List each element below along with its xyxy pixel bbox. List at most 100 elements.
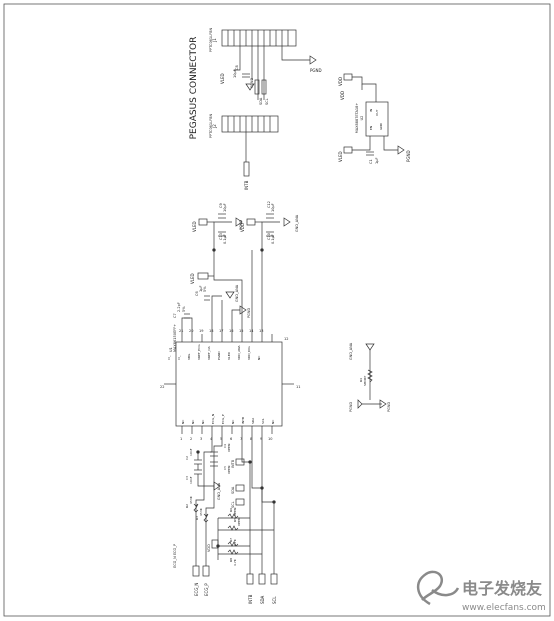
c2-ref: C2	[185, 456, 189, 460]
u1-pin-num-7: 7	[240, 437, 242, 441]
pgnd-label-ldo: PGND	[406, 150, 411, 162]
j1-pins	[227, 30, 289, 46]
pgnd-label-link-b: PGND	[387, 402, 391, 412]
j1-connector-body	[221, 29, 297, 47]
u1-pin-num-6: 6	[230, 437, 232, 441]
r7-value: 4.7K	[233, 538, 237, 546]
u1-pin-num-20: 20	[189, 329, 193, 333]
c13-ref: C13	[219, 233, 223, 240]
u1-pin-name-13: VDD_DIG	[247, 346, 251, 360]
r7-ref: R7	[229, 538, 233, 542]
u1-pin-num-1: 1	[180, 437, 182, 441]
ldo-section: U2 MAX8887ETA18+ IN OUT EN GND VDD VDD V…	[338, 73, 411, 164]
vled-port-ldo	[343, 146, 353, 154]
elecfans-logo-icon	[417, 570, 460, 606]
watermark: 电子发烧友 www.elecfans.com	[417, 570, 546, 613]
c4-value: OPEN	[227, 444, 231, 452]
u1-right-pins: 21 20 19 18 17 16 15 14 13 12 CI_ CI_ VB…	[167, 329, 288, 360]
r2-value: 453K	[189, 495, 193, 504]
u1-pin-name-12: NC	[257, 356, 261, 360]
ecg-combined-label: ECG_N ECG_P	[173, 544, 177, 568]
sheet-border	[3, 3, 551, 617]
u2-pin-in: IN	[369, 109, 373, 112]
u1-pin-num-18: 18	[209, 329, 213, 333]
r2-ref: R2	[185, 504, 189, 508]
scl-port-j1	[261, 79, 267, 95]
sda-label-ecg: SDA	[231, 486, 235, 494]
gnd-ana-label-caps: GND_ANA	[295, 214, 299, 232]
r5-ref: R5	[233, 518, 237, 522]
r8-ref: R8	[229, 558, 233, 562]
ecg-n-label: ECG_N	[194, 583, 199, 596]
r6-resistor	[227, 513, 239, 519]
u1-pin-num-14: 14	[249, 329, 254, 333]
j1-part: PPTC061LFBN	[209, 27, 213, 52]
ecg-section: C4 OPEN C5 OPEN C2 10nF C3 10nF GND_ANA …	[173, 434, 278, 604]
scl-label-ecg: SCL	[231, 501, 235, 508]
u2-pin-en: EN	[369, 126, 373, 130]
c12-value: 10µF	[271, 203, 275, 212]
r6-value: OPEN	[233, 508, 237, 516]
c4-ref: C4	[223, 444, 227, 448]
gnd-link-section: GND_ANA R4 SHORT PGND PGND	[349, 342, 391, 412]
c9-value: 10µF	[223, 203, 227, 212]
c13-value: 0.1µF	[223, 234, 227, 244]
bottom-net-scl: SCL	[272, 596, 277, 604]
u1-pin-name-7: INTB	[241, 417, 245, 424]
c6-tol: 5%	[203, 286, 207, 292]
u1-pin-name-15: VLED	[227, 351, 231, 360]
u1-pin-name-20: CI_	[177, 355, 181, 360]
vdd-port-ecg	[211, 539, 219, 549]
r8-resistor	[227, 549, 239, 555]
gnd-ana-label-c6: GND_ANA	[235, 284, 239, 302]
vdd-label-ldo-top: VDD	[338, 77, 343, 86]
u1-pin-name-19: VBG	[187, 353, 191, 360]
r4-resistor	[367, 369, 373, 383]
sda-port-bottom	[258, 573, 266, 585]
vdd-label-ecg: VDD	[207, 544, 211, 552]
intb-port-j2	[243, 161, 250, 177]
pgnd-symbol-c8	[245, 83, 255, 91]
pgnd-symbol-u1	[239, 305, 247, 315]
c3-value: 10nF	[189, 476, 193, 484]
j2-connector-body	[221, 115, 279, 133]
r8-value: 4.7K	[233, 558, 237, 566]
u1-pin-name-1: NC	[181, 420, 185, 424]
u1-pin-name-16: PGND	[217, 351, 221, 360]
c9-ref: C9	[219, 203, 223, 208]
ecg-n-port	[192, 565, 200, 577]
c6-ref: C6	[195, 291, 199, 296]
watermark-cn: 电子发烧友	[462, 579, 543, 598]
vled-label-j1: VLED	[220, 73, 225, 84]
bottom-net-sda: SDA	[260, 595, 265, 604]
j2-pins	[227, 116, 271, 132]
u1-pin-num-17: 17	[219, 329, 223, 333]
r7-resistor	[227, 541, 239, 547]
bottom-net-intb: INTB	[248, 594, 253, 604]
c5-ref: C5	[223, 466, 227, 470]
vled-label-ldo: VLED	[338, 151, 343, 162]
intb-port-ecg	[235, 458, 245, 466]
pgnd-symbol-ldo	[397, 145, 405, 155]
r4-value: SHORT	[363, 376, 367, 386]
c7-tol: 5%	[182, 306, 186, 312]
u2-ref: U2	[360, 116, 364, 121]
vdd-label-caps: VDD	[240, 223, 245, 232]
u2-body	[365, 101, 389, 137]
ecg-p-port	[202, 565, 210, 577]
u1-pin-name-8: SDA	[251, 417, 255, 424]
u1-section: U1 MAX86150EFF+ 22 11 1 2 3 4 5 6 7 8 9 …	[160, 324, 300, 441]
sda-label-j1: SDA	[259, 97, 263, 105]
intb-label-ecg: INTB	[231, 459, 235, 468]
watermark-url: www.elecfans.com	[462, 603, 546, 613]
u1-pin-name-21: CI_	[167, 355, 171, 360]
u1-pin-num-5: 5	[220, 437, 222, 441]
u1-part: MAX86150EFF+	[173, 324, 177, 352]
c3-ref: C3	[185, 476, 189, 480]
c1-value: 1µF	[375, 158, 379, 164]
u1-pin-num-16: 16	[229, 329, 233, 333]
u2-pin-gnd: GND	[379, 122, 383, 130]
sda-port-j1	[254, 79, 260, 95]
u1-pin-name-14: VDD_ANA	[237, 345, 241, 360]
